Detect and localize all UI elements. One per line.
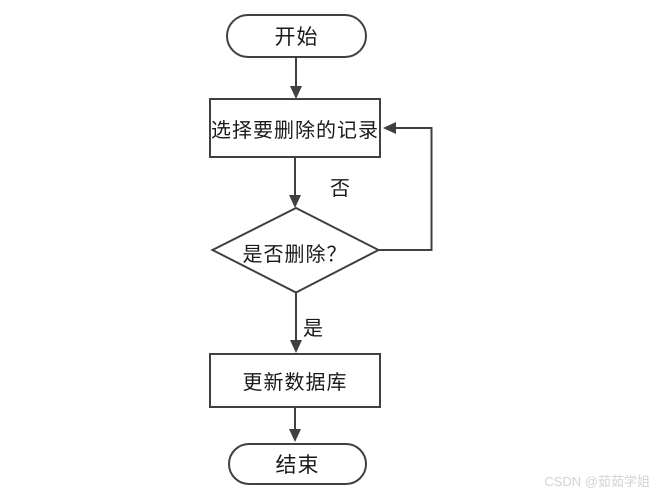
- select-record-node: 选择要删除的记录: [209, 98, 381, 158]
- decision-node-label: 是否删除？: [242, 244, 348, 266]
- end-node: 结束: [228, 443, 367, 485]
- arrowhead-select-to-decision: [289, 195, 301, 208]
- update-database-node: 更新数据库: [209, 353, 381, 408]
- start-node: 开始: [226, 14, 367, 58]
- arrowhead-start-to-select: [290, 86, 302, 99]
- arrowhead-decision-loop-to-select: [383, 122, 396, 134]
- edge-decision-loop-to-select: [378, 127, 433, 251]
- edge-label-yes: 是: [303, 318, 323, 340]
- watermark: CSDN @茹茹学姐: [544, 474, 650, 489]
- decision-diamond-shape: [210, 206, 381, 294]
- arrowhead-update-to-end: [289, 429, 301, 442]
- arrowhead-decision-to-update: [290, 340, 302, 353]
- edge-label-no: 否: [330, 178, 350, 200]
